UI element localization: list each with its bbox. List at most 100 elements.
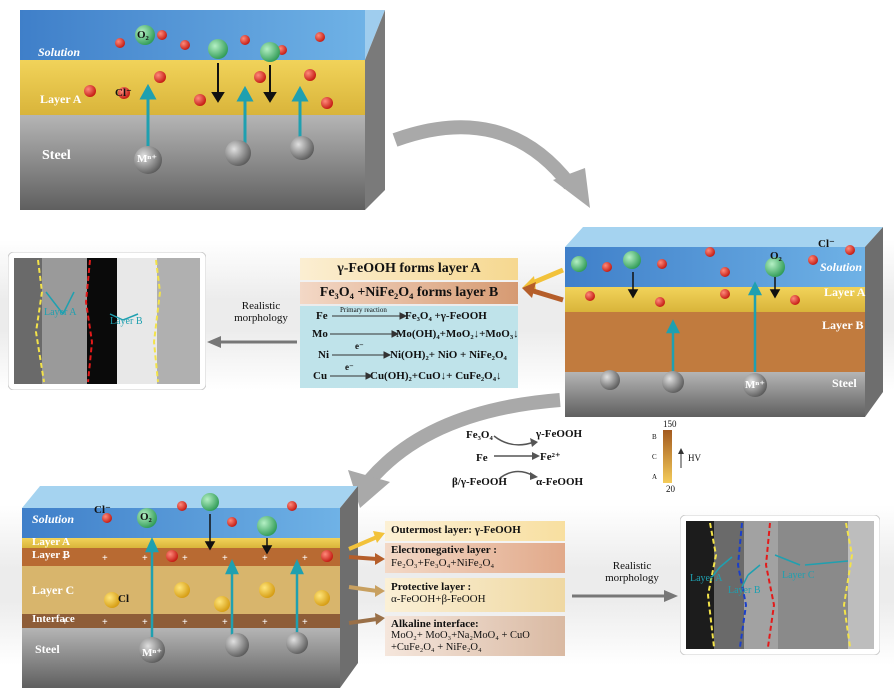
alkaline-interface-box: Alkaline interface: MoO₂+ MoO₃+Na₂MoO₄ +… (385, 616, 565, 656)
reaction-arrows (330, 312, 408, 380)
reaction-4-right: Cu(OH)₂+CuO↓+ CuFe₂O₄↓ (370, 370, 502, 382)
reaction-2-left: Mo (312, 328, 328, 340)
svg-text:+: + (262, 617, 268, 628)
transform-1-right: γ-FeOOH (536, 428, 583, 440)
micrograph-2 (680, 515, 880, 655)
panel1-steel-label: Steel (42, 148, 71, 163)
hardness-colorbar (663, 430, 672, 483)
panel3-interface-label: Interface (32, 613, 75, 625)
micro2-layer-a-label: Layer A (690, 573, 723, 584)
panel2-solution (565, 247, 865, 287)
protective-body: α-FeOOH+β-FeOOH (391, 593, 486, 605)
reaction-3-right: Ni(OH)₂+ NiO + NiFe₂O₄ (390, 349, 507, 361)
transform-2-right: Fe²⁺ (540, 451, 561, 463)
panel3-solution-label: Solution (32, 512, 75, 526)
reaction-1-left: Fe (316, 310, 328, 322)
svg-text:+: + (142, 553, 148, 564)
panel1-solution-label: Solution (38, 45, 81, 59)
panel2-layer-b-label: Layer B (822, 318, 864, 332)
layer-b-formation-box: Fe₃O₄ +NiFe₂O₄ forms layer B (300, 282, 518, 304)
panel2-block (565, 227, 883, 417)
panel2-pointer-arrows (522, 267, 564, 303)
svg-text:+: + (302, 553, 308, 564)
panel1-metal-label: Mⁿ⁺ (137, 153, 158, 165)
panel3-layer-b (22, 548, 340, 566)
micro1-layer-b-label: Layer B (110, 316, 143, 327)
reaction-4-over: e⁻ (345, 362, 354, 372)
reaction-4-left: Cu (313, 370, 328, 382)
panel3-interface (22, 614, 340, 628)
curved-arrow-1 (392, 120, 590, 208)
realistic-morphology-1: Realistic morphology (225, 300, 297, 324)
panel2-metal-label: Mⁿ⁺ (745, 379, 766, 391)
reaction-1-over: Primary reaction (340, 306, 387, 314)
alkaline-title: Alkaline interface: (391, 618, 479, 630)
steel-layer (20, 115, 365, 210)
hardness-bottom: 20 (666, 484, 675, 494)
protective-layer-box: Protective layer : α-FeOOH+β-FeOOH (385, 578, 565, 612)
realistic-arrow-2 (572, 590, 678, 602)
transform-arrows (493, 435, 540, 480)
outermost-layer-text: Outermost layer: γ-FeOOH (391, 524, 521, 536)
realistic2-line-1: Realistic (612, 560, 652, 572)
panel1-layer-a-label: Layer A (40, 92, 82, 106)
panel2-steel-label: Steel (832, 376, 857, 390)
micrograph-1 (8, 252, 206, 390)
svg-text:+: + (222, 553, 228, 564)
outermost-layer-box: Outermost layer: γ-FeOOH (385, 521, 565, 541)
hardness-tick-c: C (652, 453, 657, 461)
panel3-cl-c-label: Cl (118, 593, 129, 605)
svg-text:+: + (302, 617, 308, 628)
layer-a (20, 60, 365, 115)
alkaline-body: MoO₂+ MoO₃+Na₂MoO₄ + CuO +CuFe₂O₄ + NiFe… (391, 630, 530, 653)
realistic2-line-2: morphology (605, 572, 659, 584)
reaction-2-right: Mo(OH)₄+MoO₂↓+MoO₃↓ (396, 328, 519, 340)
o2-bubble-icon (135, 25, 155, 45)
panel3-block: +++++++ +++++++ (22, 486, 358, 688)
panel2-layer-a (565, 287, 865, 312)
panel2-solution-label: Solution (820, 260, 863, 274)
panel3-layer-a (22, 538, 340, 548)
reactions-box (300, 306, 518, 388)
micro2-layer-c-label: Layer C (782, 570, 815, 581)
hardness-top: 150 (663, 419, 677, 429)
panel3-cl-top-label: Cl⁻ (94, 504, 111, 516)
panel3-steel (22, 628, 340, 688)
electronegative-layer-box: Electronegative layer : Fe₂O₃+Fe₃O₄+NiFe… (385, 543, 565, 573)
metal-ion-icon (134, 146, 162, 174)
realistic-line-2: morphology (234, 312, 288, 324)
hardness-label: HV (688, 453, 701, 463)
svg-text:+: + (102, 553, 108, 564)
electronegative-body: Fe₂O₃+Fe₃O₄+NiFe₂O₄ (391, 557, 495, 569)
panel3-o2-label: O₂ (140, 511, 152, 523)
realistic-morphology-2: Realistic morphology (587, 560, 677, 584)
reaction-1-right: Fe₃O₄ +γ-FeOOH (405, 310, 487, 322)
panel3-layer-c-label: Layer C (32, 583, 75, 597)
layer-a-formation-box: γ-FeOOH forms layer A (300, 258, 518, 280)
panel1-o2-label: O₂ (137, 29, 149, 41)
svg-text:+: + (262, 553, 268, 564)
block-side-face (365, 10, 385, 210)
micro1-layer-a-label: Layer A (44, 307, 77, 318)
svg-text:+: + (142, 617, 148, 628)
hardness-tick-b: B (652, 433, 657, 441)
svg-text:+: + (102, 617, 108, 628)
panel3-solution (22, 508, 340, 538)
panel3-pointer-arrows (348, 531, 385, 625)
panel2-cl-label: Cl⁻ (818, 238, 835, 250)
panel3-steel-label: Steel (35, 642, 60, 656)
svg-text:+: + (222, 617, 228, 628)
electronegative-title: Electronegative layer : (391, 544, 497, 556)
reaction-3-left: Ni (318, 349, 329, 361)
panel3-metal-label: Mⁿ⁺ (142, 647, 163, 659)
svg-text:+: + (62, 553, 68, 564)
reaction-3-over: e⁻ (355, 341, 364, 351)
hardness-tick-a: A (652, 473, 658, 481)
realistic-line-1: Realistic (241, 300, 281, 312)
panel2-o2-label: O₂ (770, 250, 782, 262)
panel1-block (20, 10, 385, 210)
transform-2-left: Fe (476, 452, 488, 464)
protective-title: Protective layer : (391, 581, 472, 593)
svg-text:+: + (62, 617, 68, 628)
panel1-cl-label: Cl⁻ (115, 87, 132, 99)
